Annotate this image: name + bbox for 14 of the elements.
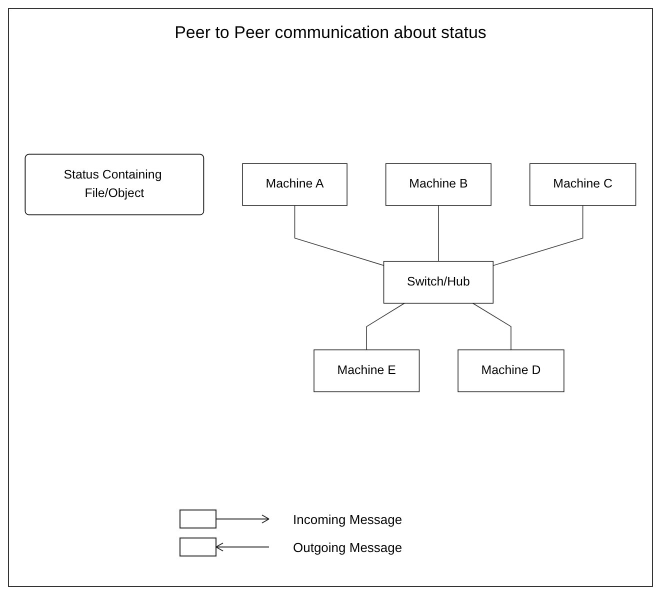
connector (366, 302, 405, 350)
legend-text: Outgoing Message (293, 540, 402, 554)
connector (492, 205, 584, 266)
node-box: Machine B (385, 163, 492, 206)
node-box: Machine A (242, 163, 348, 206)
node-box: Machine C (529, 163, 636, 206)
connector (472, 302, 512, 350)
node-box: Machine E (314, 349, 420, 392)
diagram-title: Peer to Peer communication about status (174, 23, 488, 43)
connector (294, 205, 384, 266)
connector (438, 205, 439, 262)
node-box: Machine D (458, 349, 564, 392)
node-box: Switch/Hub (383, 260, 494, 304)
legend-text: Incoming Message (293, 512, 402, 526)
